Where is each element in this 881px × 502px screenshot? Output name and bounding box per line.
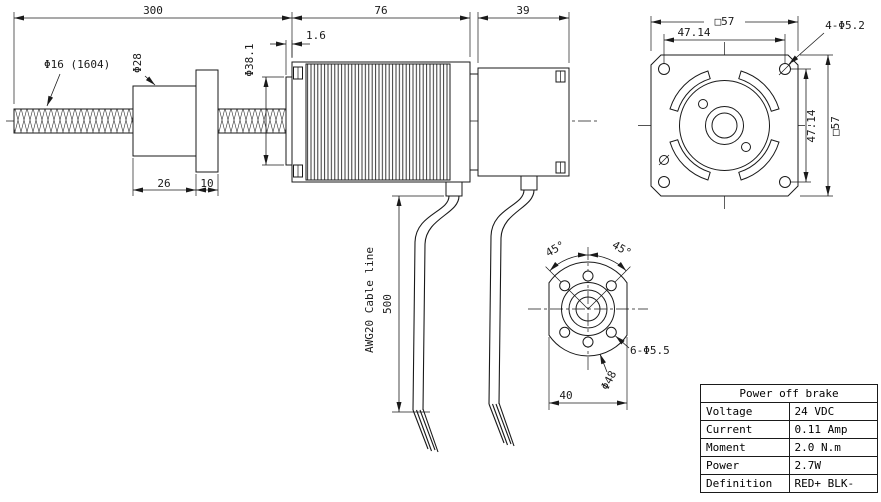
dim-4-phi5-2: 4-Φ5.2 (778, 19, 865, 76)
row-value: 24 VDC (788, 402, 878, 421)
screw-label: Φ16 (1604) (44, 58, 110, 71)
rear-screw-top (555, 70, 566, 83)
dim-sq57-top: □57 (650, 15, 799, 51)
brake-holes-label: 6-Φ5.5 (630, 344, 670, 357)
sq57-right-label: □57 (829, 116, 842, 136)
sq57-top-label: □57 (715, 15, 735, 28)
brake-cable (488, 175, 538, 447)
dim-500: 500 AWG20 Cable line (363, 195, 444, 413)
front-view: □57 47.14 4-Φ5.2 47.14 □57 (638, 15, 865, 209)
dim-76-label: 76 (374, 4, 387, 17)
row-value: RED+ BLK- (788, 474, 878, 493)
brake-od-label: Φ48 (599, 369, 620, 393)
dim-300-label: 300 (143, 4, 163, 17)
hub-screw-2 (741, 142, 751, 152)
cooling-slots (669, 70, 780, 181)
stripped-wires-brake (488, 402, 515, 447)
table-row: Current 0.11 Amp (700, 420, 878, 439)
spec-table-title: Power off brake (700, 384, 878, 403)
dim-39-label: 39 (516, 4, 529, 17)
nut-diameter-label: Φ28 (131, 53, 144, 73)
stripped-wires-motor (412, 408, 439, 453)
dim-1-6-label: 1.6 (306, 29, 326, 42)
row-label: Moment (700, 438, 790, 457)
dim-10-label: 10 (200, 177, 213, 190)
cable-gland-motor (445, 181, 463, 197)
front-flange-screw-bottom (293, 164, 303, 178)
dim-76: 76 (292, 4, 471, 57)
table-row: Definition RED+ BLK- (700, 474, 878, 493)
dim-40-label: 40 (559, 389, 572, 402)
brake-housing (470, 67, 570, 177)
row-value: 2.7W (788, 456, 878, 475)
shaft-hub (698, 99, 751, 152)
dim-26: 26 (132, 158, 197, 196)
hole-spacing-h-label: 47.14 (677, 26, 710, 39)
dim-phi38-1: Φ38.1 (243, 43, 284, 166)
angle-left-label: 45° (543, 238, 567, 259)
pilot-diameter-label: Φ38.1 (243, 43, 256, 76)
row-label: Current (700, 420, 790, 439)
dim-39: 39 (477, 4, 570, 63)
table-row: Power 2.7W (700, 456, 878, 475)
side-view: 300 76 39 Φ16 (1604) Φ28 26 (6, 4, 600, 453)
row-label: Definition (700, 474, 790, 493)
front-flange-screw-top (293, 66, 303, 80)
table-row: Voltage 24 VDC (700, 402, 878, 421)
dim-47-14-v: 47.14 (791, 68, 818, 183)
motor-body (291, 61, 471, 183)
hole-spacing-v-label: 47.14 (805, 109, 818, 142)
dim-47-14-h: 47.14 (663, 26, 786, 63)
dim-10: 10 (196, 174, 219, 196)
dim-phi28: Φ28 (131, 53, 156, 86)
mount-holes-label: 4-Φ5.2 (825, 19, 865, 32)
row-label: Voltage (700, 402, 790, 421)
row-value: 2.0 N.m (788, 438, 878, 457)
dim-sq57-right: □57 (800, 54, 842, 197)
spec-table: Power off brake Voltage 24 VDC Current 0… (700, 384, 878, 493)
hub-screw-1 (698, 99, 708, 109)
ground-screw (658, 154, 670, 166)
row-value: 0.11 Amp (788, 420, 878, 439)
cable-type-label: AWG20 Cable line (363, 247, 376, 353)
cable-length-label: 500 (381, 294, 394, 314)
dim-26-label: 26 (157, 177, 170, 190)
row-label: Power (700, 456, 790, 475)
pilot-boss (285, 76, 293, 166)
dim-1-6: 1.6 (270, 29, 326, 75)
motor-fins (305, 63, 451, 181)
angle-right-label: 45° (610, 238, 634, 259)
dim-phi48: Φ48 (599, 353, 620, 393)
brake-bolt-holes (559, 270, 617, 348)
table-row: Moment 2.0 N.m (700, 438, 878, 457)
rear-screw-bottom (555, 161, 566, 174)
brake-rear-view: 45° 45° 6-Φ5.5 Φ48 40 (528, 238, 670, 410)
cable-gland-brake (520, 175, 538, 191)
dim-40: 40 (548, 337, 628, 410)
screw-nut (132, 69, 219, 173)
dim-screw: Φ16 (1604) (44, 58, 110, 107)
motor-cable (412, 181, 463, 453)
